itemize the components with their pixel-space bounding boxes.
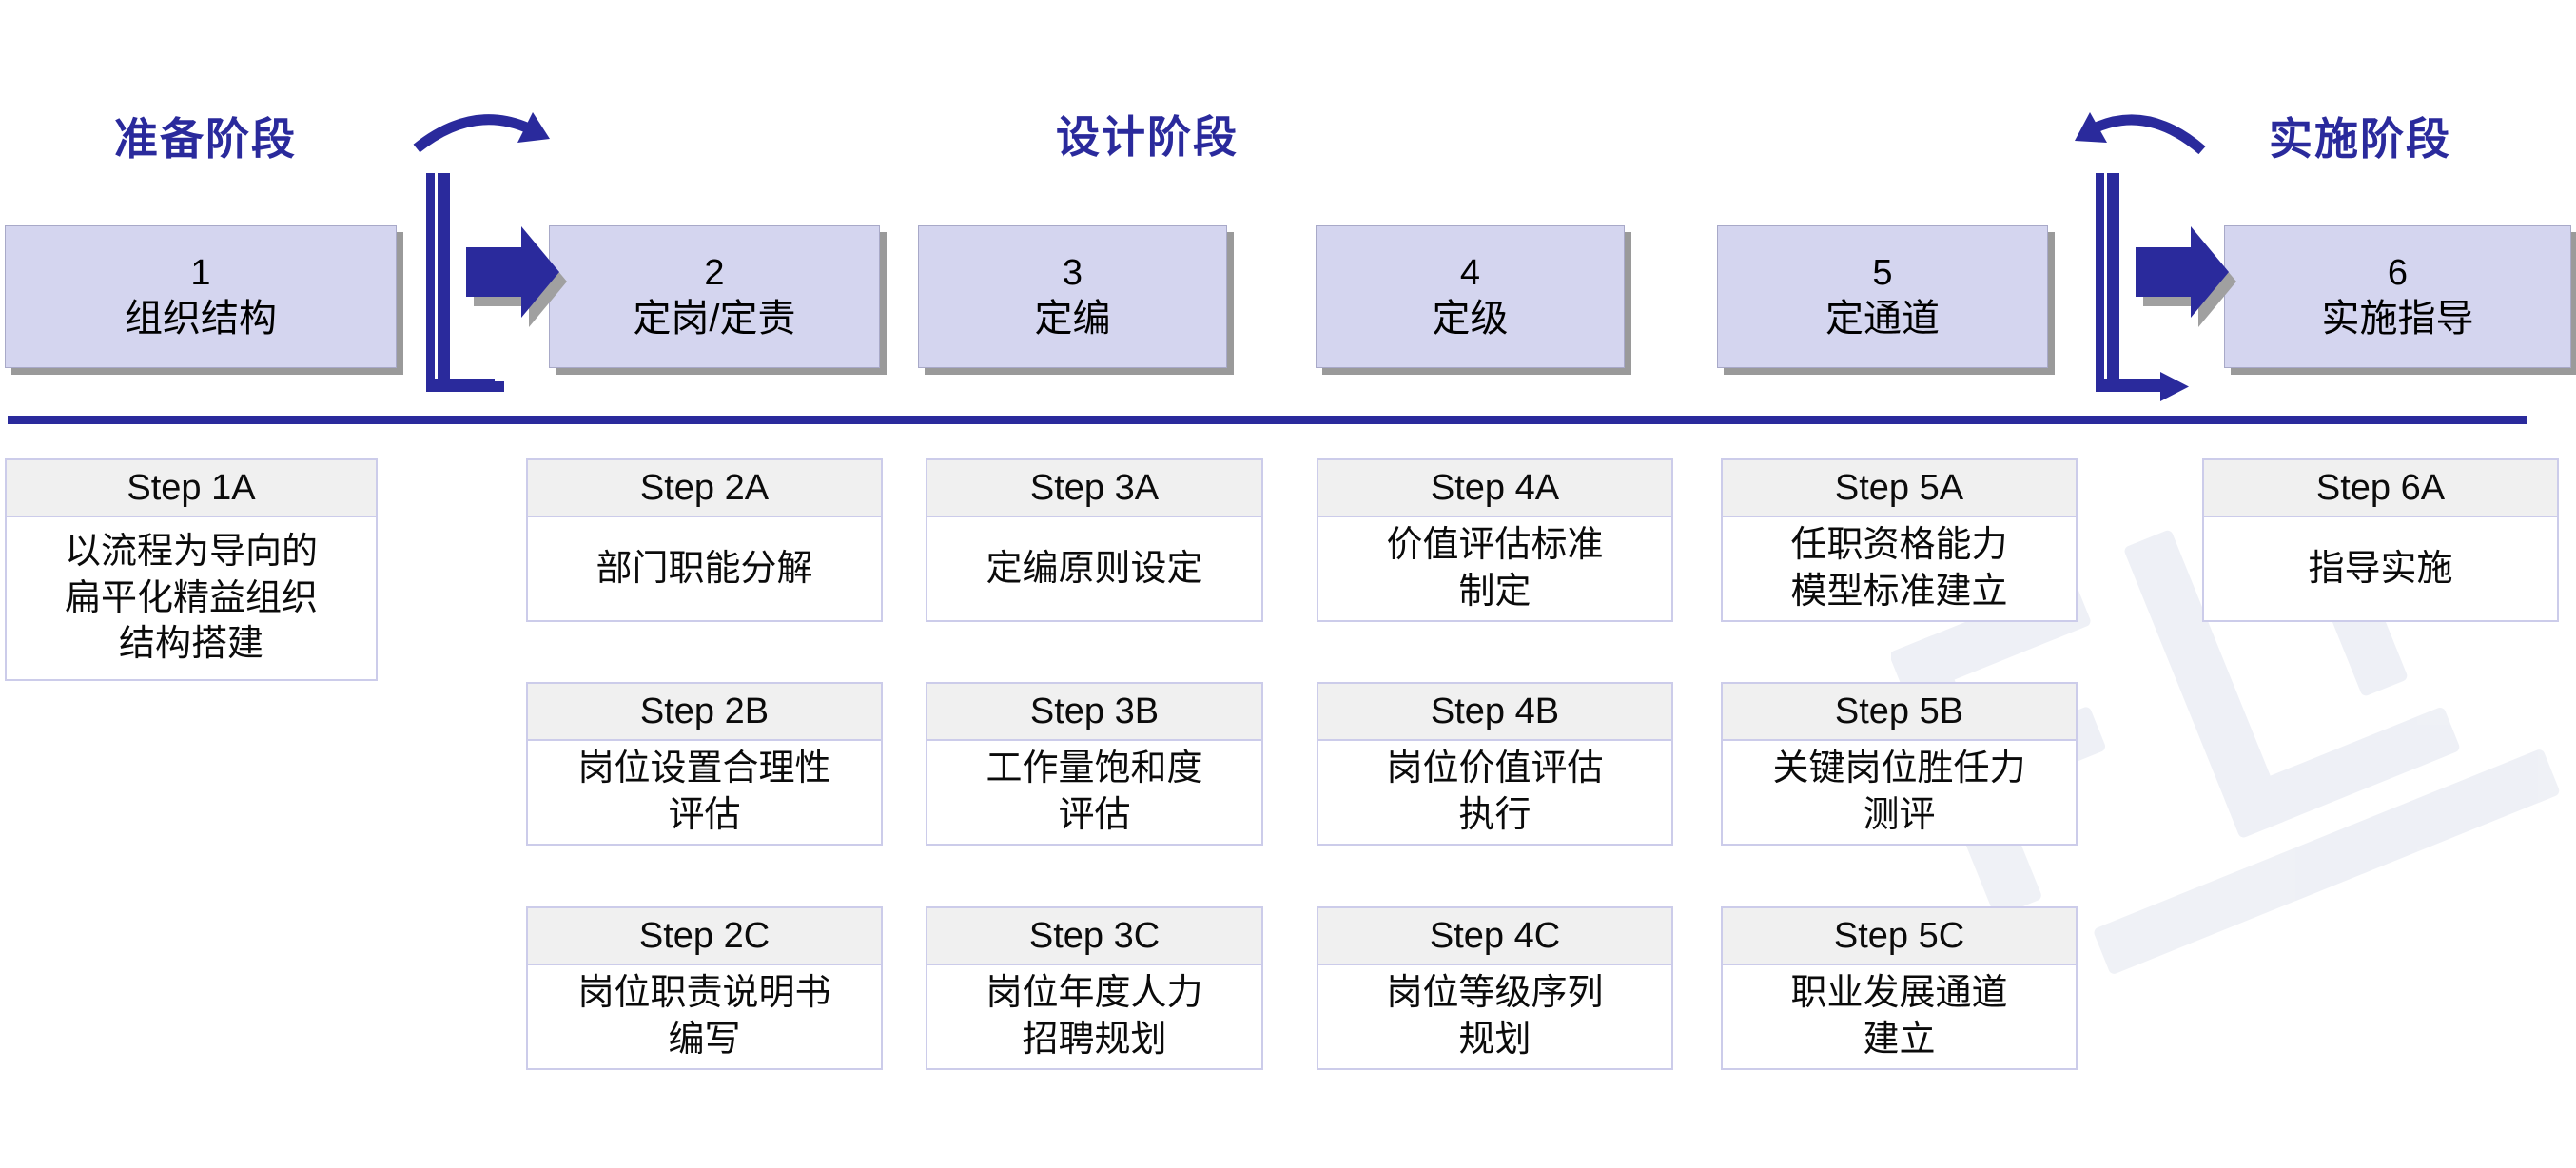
- bracket-right-stem-icon: [2111, 173, 2119, 390]
- phase-label-design: 设计阶段: [1056, 112, 1239, 162]
- step-card-body: 关键岗位胜任力 测评: [1721, 741, 2078, 846]
- stage-number: 2: [704, 253, 725, 294]
- step-card-header: Step 2C: [526, 906, 883, 965]
- step-card-header: Step 2A: [526, 458, 883, 517]
- step-card-header: Step 4C: [1317, 906, 1673, 965]
- phase-label-preparation: 准备阶段: [114, 114, 297, 164]
- stage-number: 4: [1459, 253, 1481, 294]
- curved-arrow-icon: [413, 114, 534, 153]
- step-card-header: Step 6A: [2202, 458, 2559, 517]
- step-card-header: Step 4A: [1317, 458, 1673, 517]
- stage-title: 组织结构: [125, 297, 277, 340]
- bracket-right-stem-icon: [441, 173, 450, 390]
- step-card-header: Step 2B: [526, 682, 883, 741]
- step-card-body: 岗位设置合理性 评估: [526, 741, 883, 846]
- step-card-body: 岗位等级序列 规划: [1317, 965, 1673, 1070]
- step-card-header: Step 1A: [5, 458, 378, 517]
- step-card-body: 任职资格能力 模型标准建立: [1721, 517, 2078, 622]
- step-card-body: 职业发展通道 建立: [1721, 965, 2078, 1070]
- curved-arrow-head-icon: [2075, 112, 2107, 143]
- block-arrow-right-icon: [2136, 226, 2229, 318]
- curved-arrow-head-icon: [517, 112, 550, 143]
- bracket-left-stem-icon: [2096, 173, 2104, 390]
- stage-title: 定级: [1432, 297, 1509, 340]
- stage-title: 定岗/定责: [633, 297, 796, 340]
- bracket-base-icon: [2096, 381, 2164, 392]
- step-card-body: 指导实施: [2202, 517, 2559, 622]
- step-card-body: 价值评估标准 制定: [1317, 517, 1673, 622]
- step-card-body: 工作量饱和度 评估: [926, 741, 1263, 846]
- curved-arrow-icon: [2089, 114, 2206, 155]
- section-divider-rule: [8, 416, 2527, 424]
- phase-label-implementation: 实施阶段: [2269, 114, 2451, 164]
- stage-number: 5: [1872, 253, 1893, 294]
- stage-title: 定编: [1034, 297, 1111, 340]
- step-card-header: Step 5B: [1721, 682, 2078, 741]
- step-card-body: 岗位职责说明书 编写: [526, 965, 883, 1070]
- step-card-body: 以流程为导向的 扁平化精益组织 结构搭建: [5, 517, 378, 681]
- bracket-base-arrow-icon: [2160, 372, 2189, 401]
- step-card-body: 部门职能分解: [526, 517, 883, 622]
- step-card-body: 定编原则设定: [926, 517, 1263, 622]
- stage-number: 6: [2387, 253, 2409, 294]
- block-arrow-right-icon: [466, 226, 559, 318]
- step-card-body: 岗位年度人力 招聘规划: [926, 965, 1263, 1070]
- divider-prep-to-design: [400, 105, 618, 419]
- step-card-body: 岗位价值评估 执行: [1317, 741, 1673, 846]
- step-card-header: Step 3B: [926, 682, 1263, 741]
- stage-number: 3: [1062, 253, 1083, 294]
- step-card-header: Step 3C: [926, 906, 1263, 965]
- bracket-base-icon: [426, 381, 504, 392]
- stage-title: 定通道: [1825, 297, 1940, 340]
- bracket-left-stem-icon: [426, 173, 435, 390]
- step-card-header: Step 5C: [1721, 906, 2078, 965]
- step-card-header: Step 4B: [1317, 682, 1673, 741]
- step-card-header: Step 3A: [926, 458, 1263, 517]
- divider-design-to-impl: [2069, 105, 2288, 419]
- step-card-header: Step 5A: [1721, 458, 2078, 517]
- stage-number: 1: [190, 253, 211, 294]
- stage-title: 实施指导: [2321, 297, 2474, 340]
